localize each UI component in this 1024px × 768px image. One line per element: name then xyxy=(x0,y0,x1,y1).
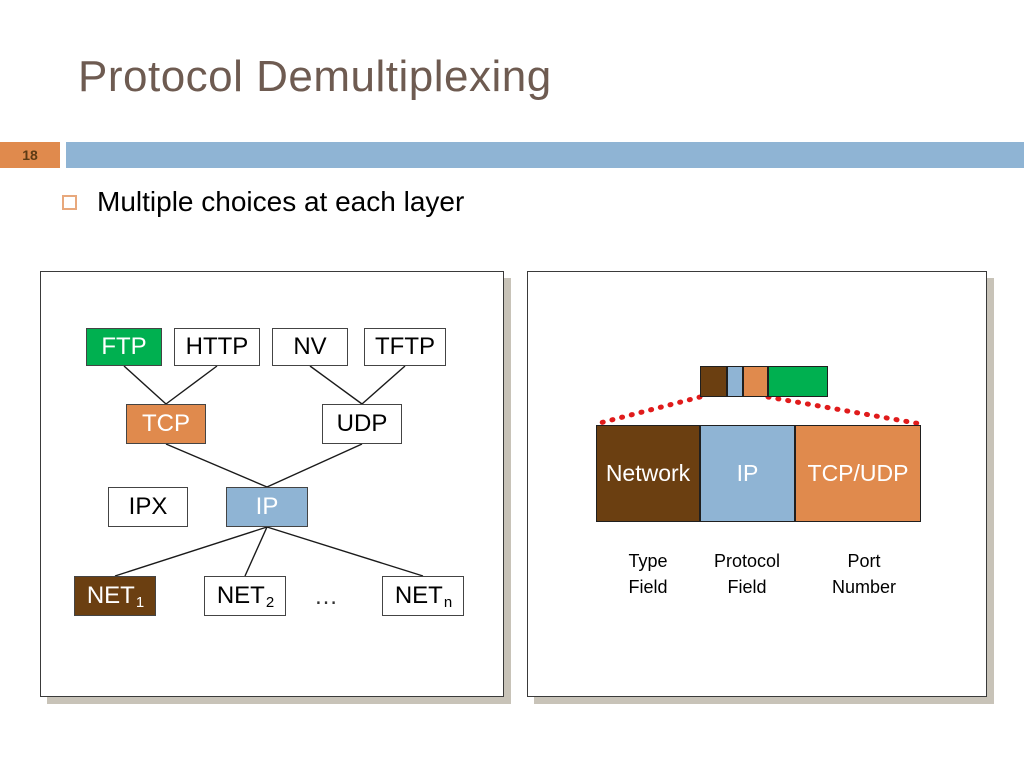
protocol-box-label: TCP xyxy=(142,410,190,437)
protocol-box-subscript: n xyxy=(443,593,453,611)
protocol-box-ip: IP xyxy=(226,487,308,527)
protocol-box-label: IPX xyxy=(128,493,168,520)
protocol-box-label: NET xyxy=(86,582,135,609)
strip-network xyxy=(700,366,727,397)
strip-ip xyxy=(727,366,743,397)
protocol-box-http: HTTP xyxy=(174,328,260,366)
bar-ip: IP xyxy=(700,425,795,522)
protocol-box-label: NET xyxy=(216,582,265,609)
protocol-box-tcp: TCP xyxy=(126,404,206,444)
caption-protocol-line1: Protocol xyxy=(713,551,781,571)
header-band xyxy=(66,142,1024,168)
protocol-box-label: HTTP xyxy=(185,333,249,360)
bar-network-label: Network xyxy=(605,460,691,486)
protocol-box-label: FTP xyxy=(101,333,147,360)
strip-tcpudp xyxy=(743,366,768,397)
protocol-box-label: UDP xyxy=(336,410,388,437)
protocol-box-tftp: TFTP xyxy=(364,328,446,366)
caption-protocol-line2: Field xyxy=(727,577,767,598)
caption-type-line2: Field xyxy=(628,577,668,598)
bullet-row: Multiple choices at each layer xyxy=(62,186,464,218)
protocol-box-udp: UDP xyxy=(322,404,402,444)
caption-port-line1: Port xyxy=(847,551,881,571)
ellipsis-label: … xyxy=(314,583,338,610)
square-bullet-icon xyxy=(62,194,77,210)
protocol-box-label: TFTP xyxy=(375,333,435,360)
protocol-box-subscript: 1 xyxy=(135,593,145,611)
protocol-box-ipx: IPX xyxy=(108,487,188,527)
protocol-box-label: NV xyxy=(293,333,327,360)
bar-ip-label: IP xyxy=(736,460,759,486)
caption-type-line1: Type xyxy=(628,551,668,571)
bar-tcpudp-label: TCP/UDP xyxy=(807,460,909,486)
protocol-box-nv: NV xyxy=(272,328,348,366)
caption-port-line2: Number xyxy=(831,577,897,598)
bar-network: Network xyxy=(596,425,700,522)
slide-number-badge: 18 xyxy=(0,142,60,168)
strip-payload xyxy=(768,366,828,397)
protocol-box-subscript: 2 xyxy=(265,593,275,611)
bullet-text: Multiple choices at each layer xyxy=(97,186,465,217)
protocol-box-ftp: FTP xyxy=(86,328,162,366)
page-title: Protocol Demultiplexing xyxy=(78,52,552,101)
protocol-box-label: IP xyxy=(255,493,279,520)
bar-tcpudp: TCP/UDP xyxy=(795,425,921,522)
protocol-box-label: NET xyxy=(394,582,443,609)
